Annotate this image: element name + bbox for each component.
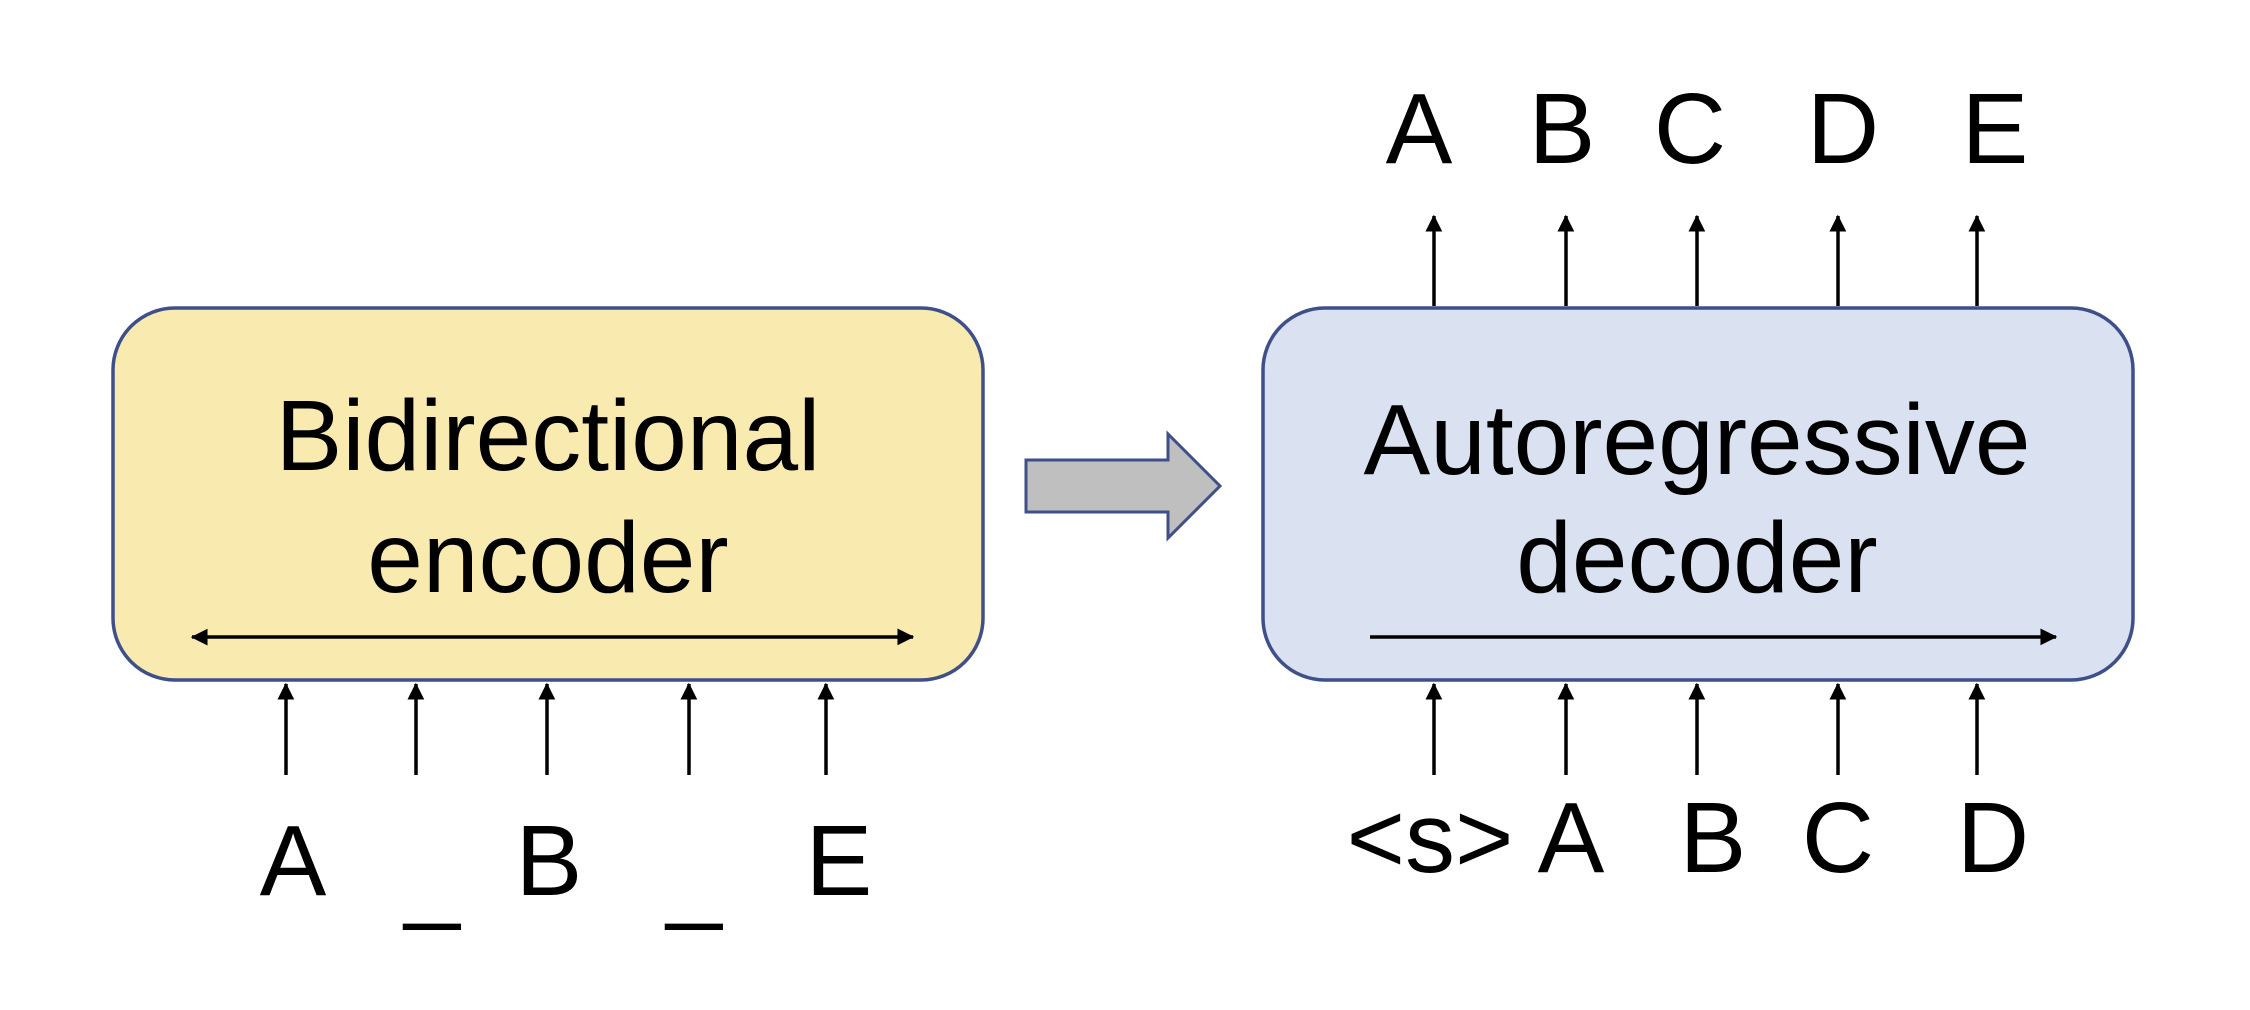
- decoder-input-tokens: <s> A B C D: [1347, 782, 2030, 894]
- decoder-output-arrows: [1425, 214, 1986, 306]
- decoder-input-token: D: [1957, 782, 2029, 894]
- decoder-output-token: E: [1962, 73, 2029, 185]
- encoder-box: [111, 306, 985, 682]
- decoder-input-token: A: [1538, 782, 1605, 894]
- transfer-arrow: [1024, 430, 1223, 542]
- encoder-input-arrows: [277, 682, 835, 775]
- decoder-output-token: B: [1529, 73, 1596, 185]
- encoder-input-token: _: [664, 820, 723, 932]
- encoder-title-line1: Bidirectional: [276, 380, 821, 492]
- decoder-input-token: <s>: [1347, 782, 1514, 894]
- decoder-input-token: C: [1802, 782, 1874, 894]
- decoder-title-line1: Autoregressive: [1364, 384, 2031, 496]
- encoder-input-token: A: [260, 805, 327, 917]
- decoder-output-token: C: [1654, 73, 1726, 185]
- decoder-input-token: B: [1680, 782, 1747, 894]
- encoder-title-line2: encoder: [367, 502, 728, 614]
- decoder-box: [1261, 306, 2135, 682]
- encoder-block: Bidirectional encoder: [111, 306, 985, 682]
- encoder-input-token: _: [402, 820, 461, 932]
- decoder-title-line2: decoder: [1516, 502, 1877, 614]
- decoder-input-arrows: [1425, 682, 1986, 775]
- decoder-output-tokens: A B C D E: [1386, 73, 2029, 185]
- decoder-block: Autoregressive decoder: [1261, 306, 2135, 682]
- encoder-input-tokens: A _ B _ E: [260, 805, 873, 932]
- decoder-output-token: D: [1807, 73, 1879, 185]
- encoder-input-token: E: [806, 805, 873, 917]
- encoder-input-token: B: [516, 805, 583, 917]
- decoder-output-token: A: [1386, 73, 1453, 185]
